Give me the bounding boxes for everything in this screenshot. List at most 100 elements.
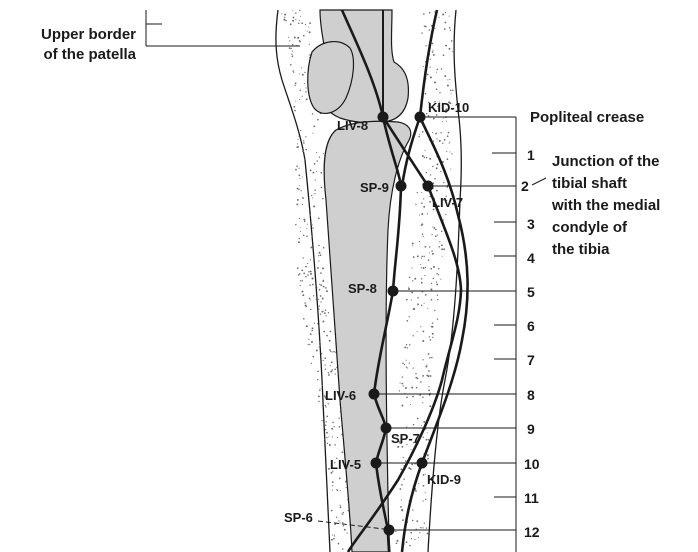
stipple-dot (299, 273, 301, 275)
stipple-dot (431, 250, 432, 251)
stipple-dot (403, 385, 404, 386)
stipple-dot (317, 299, 319, 301)
stipple-dot (414, 278, 416, 280)
stipple-dot (320, 272, 322, 274)
scale-4: 4 (527, 250, 535, 266)
stipple-dot (422, 500, 423, 501)
stipple-dot (423, 437, 424, 438)
stipple-dot (406, 366, 407, 367)
label-sp6: SP-6 (284, 510, 313, 525)
stipple-dot (442, 256, 443, 257)
stipple-dot (395, 531, 396, 532)
stipple-dot (422, 234, 423, 235)
stipple-dot (436, 167, 438, 169)
stipple-dot (433, 54, 435, 56)
stipple-dot (421, 256, 423, 258)
stipple-dot (432, 50, 433, 51)
stipple-dot (307, 263, 308, 264)
stipple-dot (410, 532, 412, 534)
stipple-dot (310, 333, 312, 335)
stipple-dot (300, 190, 301, 191)
stipple-dot (437, 235, 438, 236)
stipple-dot (346, 487, 347, 488)
stipple-dot (312, 284, 314, 286)
stipple-dot (316, 350, 318, 352)
stipple-dot (450, 151, 451, 152)
stipple-dot (285, 20, 287, 22)
stipple-dot (423, 206, 425, 208)
stipple-dot (300, 231, 301, 232)
stipple-dot (341, 513, 342, 514)
stipple-dot (319, 390, 320, 391)
stipple-dot (415, 204, 416, 205)
stipple-dot (421, 203, 422, 204)
stipple-dot (293, 17, 295, 19)
stipple-dot (344, 529, 346, 531)
stipple-dot (401, 509, 403, 511)
stipple-dot (281, 13, 282, 14)
stipple-dot (431, 283, 432, 284)
stipple-dot (323, 247, 325, 249)
stipple-dot (332, 481, 334, 483)
stipple-dot (301, 67, 302, 68)
stipple-dot (339, 522, 340, 523)
stipple-dot (445, 12, 446, 13)
stipple-dot (298, 241, 300, 243)
stipple-dot (447, 158, 449, 160)
stipple-dot (442, 142, 443, 143)
stipple-dot (329, 340, 331, 342)
stipple-dot (314, 193, 315, 194)
stipple-dot (427, 533, 429, 535)
stipple-dot (424, 522, 425, 523)
stipple-dot (413, 256, 414, 257)
stipple-dot (313, 172, 315, 174)
stipple-dot (452, 90, 454, 92)
stipple-dot (426, 365, 427, 366)
stipple-dot (451, 40, 453, 42)
stipple-dot (302, 74, 304, 76)
stipple-dot (348, 510, 349, 511)
stipple-dot (292, 70, 293, 71)
stipple-dot (450, 168, 451, 169)
stipple-dot (411, 292, 413, 294)
stipple-dot (319, 157, 320, 158)
stipple-dot (420, 264, 421, 265)
stipple-dot (340, 505, 341, 506)
stipple-dot (443, 182, 444, 183)
stipple-dot (317, 287, 318, 288)
stipple-dot (436, 190, 438, 192)
scale-12: 12 (524, 524, 540, 540)
stipple-dot (427, 308, 428, 309)
stipple-dot (321, 353, 323, 355)
stipple-dot (320, 254, 322, 256)
label-liv6: LIV-6 (325, 388, 356, 403)
stipple-dot (304, 159, 305, 160)
stipple-dot (314, 163, 316, 165)
stipple-dot (326, 415, 328, 417)
stipple-dot (319, 284, 320, 285)
stipple-dot (291, 53, 292, 54)
stipple-dot (283, 19, 285, 21)
stipple-dot (326, 432, 328, 434)
stipple-dot (299, 20, 300, 21)
stipple-dot (306, 235, 307, 236)
stipple-dot (317, 267, 319, 269)
scale-numbers: 1 2 3 4 5 6 7 8 9 10 11 12 (521, 147, 540, 540)
stipple-dot (305, 305, 307, 307)
stipple-dot (420, 381, 422, 383)
stipple-dot (320, 346, 321, 347)
stipple-dot (318, 325, 320, 327)
scale-2: 2 (521, 178, 529, 194)
stipple-dot (450, 30, 451, 31)
stipple-dot (302, 177, 303, 178)
stipple-dot (323, 280, 324, 281)
stipple-dot (284, 17, 285, 18)
stipple-dot (310, 210, 311, 211)
stipple-dot (310, 271, 312, 273)
stipple-dot (421, 258, 422, 259)
stipple-dot (328, 374, 330, 376)
stipple-dot (432, 253, 434, 255)
stipple-dot (406, 396, 408, 398)
stipple-dot (335, 373, 336, 374)
stipple-dot (443, 118, 444, 119)
